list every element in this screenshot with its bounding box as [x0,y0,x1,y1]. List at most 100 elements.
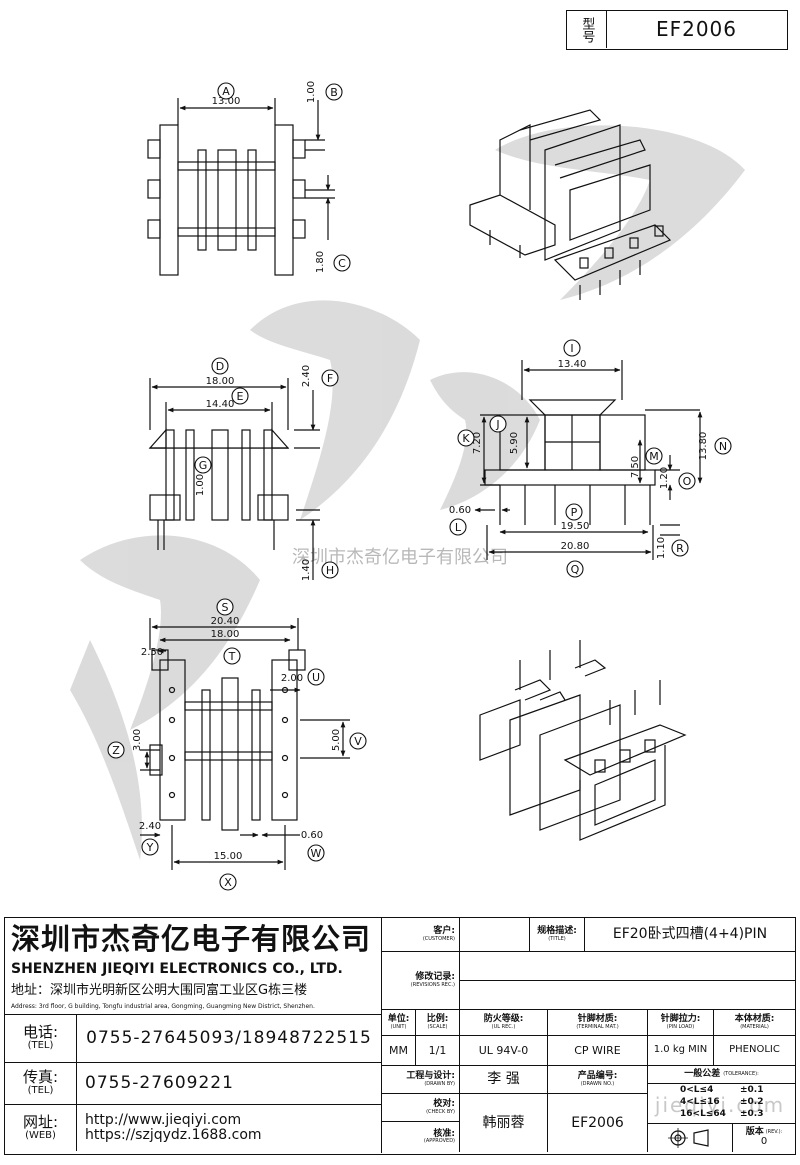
callout-letter-b: B [330,86,338,99]
title-label: 规格描述:(TITLE) [530,918,585,952]
dim-o: 1.20 [659,467,670,489]
title-block: 深圳市杰奇亿电子有限公司 SHENZHEN JIEQIYI ELECTRONIC… [4,917,796,1155]
callout-letter-u: U [312,671,320,684]
drawn-value: 李 强 [460,1066,548,1094]
dim-s2: 18.00 [211,629,240,640]
spec-grid: 客户:(CUSTOMER) 规格描述:(TITLE) EF20卧式四槽(4+4)… [381,918,794,1153]
tel-label: 电话:(TEL) [5,1015,77,1063]
dim-j: 5.90 [509,432,520,454]
tol-1-value: ±0.1 [740,1085,763,1095]
dim-t: 2.50 [141,647,163,658]
revisions-row-1 [460,952,795,981]
ul-value: UL 94V-0 [460,1036,548,1066]
callout-letter-i: I [570,342,573,355]
dim-i: 13.40 [558,359,587,370]
company-name-cn: 深圳市杰奇亿电子有限公司 [11,920,376,958]
dim-u: 2.00 [281,673,303,684]
dim-p: 19.50 [561,521,590,532]
unit-label: 单位:(UNIT) [382,1010,416,1036]
callout-letter-x: X [224,876,232,889]
dim-h: 1.40 [301,559,312,581]
rev-label: 版本(REV.): 0 [733,1124,795,1152]
dim-y: 2.40 [139,821,161,832]
tol-2-range: 4<L≤16 [680,1097,720,1107]
web-link-2[interactable]: https://szjqydz.1688.com [85,1128,262,1143]
address-cn: 地址：深圳市光明新区公明大围同富工业区G栋三楼 [11,982,381,1000]
pinload-label: 针脚拉力:(PIN LOAD) [648,1010,714,1036]
model-value: EF2006 [607,11,786,48]
drawing-no-label: 产品编号:(DRAWN NO.) [548,1066,648,1094]
title-value: EF20卧式四槽(4+4)PIN [585,918,795,952]
dim-f: 2.40 [301,365,312,387]
callout-letter-p: P [571,506,578,519]
top-view-dims: 13.00 1.00 1.80 [212,81,326,273]
tel-value: 0755-27645093/18948722515 [77,1015,381,1063]
callout-letter-f: F [327,372,333,385]
drawing-no-value: EF2006 [548,1094,648,1152]
unit-value: MM [382,1036,416,1066]
callout-letter-t: T [228,650,236,663]
model-label: 型号 [567,11,607,48]
web-label: 网址:(WEB) [5,1105,77,1151]
dim-l: 0.60 [449,505,471,516]
address-en: Address: 3rd floor, G building, Tongfu i… [11,1001,381,1013]
tol-1-range: 0<L≤4 [680,1085,713,1095]
dim-c: 1.80 [315,251,326,273]
callout-letter-h: H [326,564,334,577]
callout-letter-k: K [462,432,470,445]
dim-s: 20.40 [211,616,240,627]
ul-label: 防火等级:(UL REC.) [460,1010,548,1036]
tol-3-value: ±0.3 [740,1109,763,1119]
terminal-value: CP WIRE [548,1036,648,1066]
callout-letter-e: E [237,390,244,403]
callout-letter-c: C [338,257,346,270]
web-link-1[interactable]: http://www.jieqiyi.com [85,1113,241,1128]
tolerance-label: 一般公差(TOLERANCE): [648,1066,795,1084]
dim-w: 0.60 [301,830,323,841]
customer-value [460,918,530,952]
tol-3-range: 16<L≤64 [680,1109,726,1119]
callout-letter-w: W [311,847,322,860]
callout-letter-r: R [676,542,684,555]
dim-x: 15.00 [214,851,243,862]
callout-letter-a: A [222,85,230,98]
callout-letter-n: N [719,440,727,453]
callout-letter-m: M [649,450,659,463]
callout-letter-d: D [216,360,224,373]
pinload-value: 1.0 kg MIN [648,1036,714,1066]
revisions-label: 修改记录:(REVISIONS REC.) [382,952,460,1010]
check-value: 韩丽蓉 [460,1094,548,1152]
iso-view-bottom [480,640,685,840]
scale-label: 比例:(SCALE) [416,1010,460,1036]
dim-g: 1.00 [195,474,206,496]
callout-letter-o: O [683,475,692,488]
approved-label: 核准:(APPROVED) [382,1122,460,1152]
dim-z: 3.00 [132,729,143,751]
watermark-logo [70,125,745,860]
dim-b: 1.00 [306,81,317,103]
dim-v: 5.00 [331,729,342,751]
fax-label: 传真:(TEL) [5,1063,77,1105]
callout-letter-y: Y [146,841,154,854]
web-value[interactable]: http://www.jieqiyi.com https://szjqydz.1… [77,1105,381,1151]
check-label: 校对:(CHECK BY) [382,1094,460,1122]
top-view [148,98,335,275]
dim-r: 1.10 [656,537,667,559]
model-box: 型号 EF2006 [566,10,788,50]
projection-symbol [648,1124,733,1152]
terminal-label: 针脚材质:(TERMINAL MAT.) [548,1010,648,1036]
dim-d: 18.00 [206,376,235,387]
dim-q: 20.80 [561,541,590,552]
callout-letter-l: L [455,521,462,534]
customer-label: 客户:(CUSTOMER) [382,918,460,952]
dim-n: 13.80 [698,432,709,461]
material-label: 本体材质:(MATERIAL) [714,1010,795,1036]
drawn-label: 工程与设计:(DRAWN BY) [382,1066,460,1094]
tolerance-table: 0<L≤4 ±0.1 4<L≤16 ±0.2 16<L≤64 ±0.3 [648,1084,795,1124]
material-value: PHENOLIC [714,1036,795,1066]
callout-letter-q: Q [571,563,580,576]
callout-letter-j: J [495,418,499,431]
revisions-row-2 [460,981,795,1010]
fax-value: 0755-27609221 [77,1063,381,1105]
